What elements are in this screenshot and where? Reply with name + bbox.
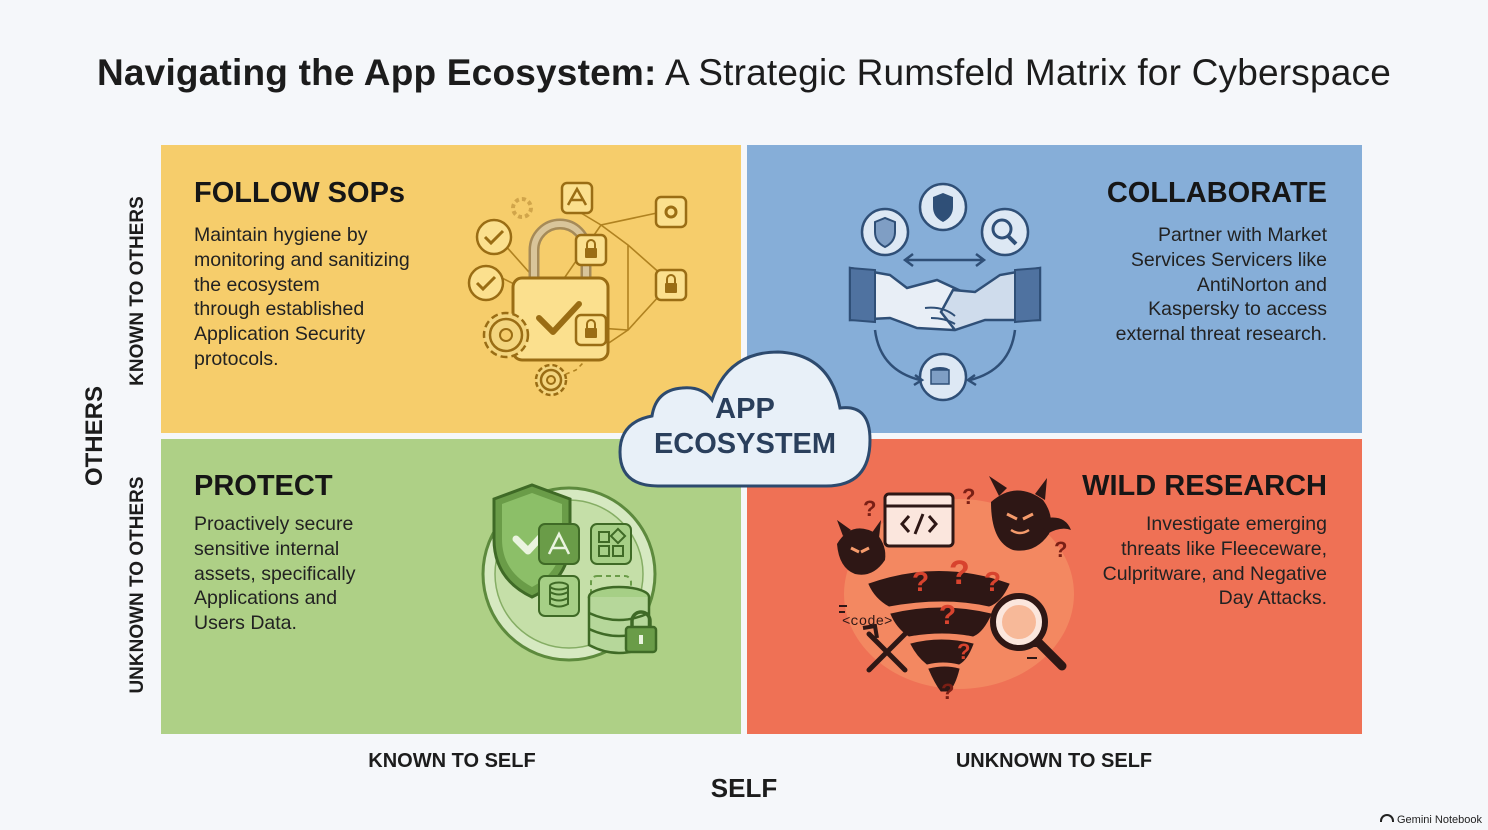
quadrant-follow-sops: FOLLOW SOPs Maintain hygiene by monitori… bbox=[161, 145, 741, 433]
body-line: Proactively secure bbox=[194, 513, 354, 535]
body-line: Investigate emerging bbox=[1145, 513, 1327, 535]
shield-database-icon bbox=[481, 483, 658, 662]
x-axis-label-left: KNOWN TO SELF bbox=[368, 750, 536, 772]
quadrant-protect: PROTECT Proactively secure sensitive int… bbox=[161, 439, 741, 734]
code-tag: <code> bbox=[842, 614, 892, 630]
quadrant-body: Partner with Market Services Servicers l… bbox=[1027, 223, 1327, 347]
gemini-notebook-icon bbox=[1380, 814, 1394, 822]
body-line: external threat research. bbox=[1115, 323, 1327, 346]
page-title: Navigating the App Ecosystem: A Strategi… bbox=[0, 52, 1488, 94]
quadrant-heading: WILD RESEARCH bbox=[1082, 470, 1327, 502]
center-label: APP ECOSYSTEM bbox=[618, 392, 872, 462]
body-line: Application Security bbox=[194, 323, 366, 346]
quadrant-collaborate: COLLABORATE Partner with Market Services… bbox=[747, 145, 1362, 433]
body-line: Users Data. bbox=[194, 612, 297, 635]
x-axis-label-right: UNKNOWN TO SELF bbox=[955, 750, 1153, 772]
body-line: Maintain hygiene by bbox=[194, 224, 368, 246]
quadrant-body: Investigate emerging threats like Fleece… bbox=[1027, 512, 1327, 611]
center-label-line2: ECOSYSTEM bbox=[653, 428, 837, 460]
y-axis-title: OTHERS bbox=[81, 386, 108, 487]
quadrant-body: Proactively secure sensitive internal as… bbox=[194, 512, 444, 636]
body-line: Kaspersky to access bbox=[1148, 298, 1327, 321]
question-mark: ? bbox=[939, 599, 956, 630]
body-line: Partner with Market bbox=[1157, 224, 1327, 246]
y-axis-label-top: KNOWN TO OTHERS bbox=[127, 196, 148, 386]
question-mark: ? bbox=[984, 566, 1001, 597]
body-line: Day Attacks. bbox=[1218, 587, 1327, 610]
body-line: Services Servicers like bbox=[1130, 248, 1327, 271]
body-line: AntiNorton and bbox=[1196, 273, 1327, 296]
body-line: sensitive internal bbox=[194, 537, 340, 560]
watermark-text: Gemini Notebook bbox=[1397, 814, 1482, 826]
body-line: Applications and bbox=[194, 587, 338, 610]
body-line: monitoring and sanitizing bbox=[194, 248, 410, 271]
question-mark: ? bbox=[957, 639, 970, 664]
title-rest: A Strategic Rumsfeld Matrix for Cyberspa… bbox=[656, 52, 1392, 93]
quadrant-heading: FOLLOW SOPs bbox=[194, 177, 406, 209]
quadrant-heading: COLLABORATE bbox=[1106, 177, 1327, 209]
body-line: through established bbox=[194, 298, 365, 321]
quadrant-heading: PROTECT bbox=[194, 470, 333, 502]
body-line: threats like Fleeceware, bbox=[1121, 537, 1327, 560]
app-ecosystem-cloud-icon bbox=[618, 350, 872, 488]
quadrant-wild-research: WILD RESEARCH Investigate emerging threa… bbox=[747, 439, 1362, 734]
x-axis-title: SELF bbox=[710, 773, 778, 803]
padlock-network-icon bbox=[467, 181, 688, 397]
question-mark: ? bbox=[962, 484, 975, 509]
watermark: Gemini Notebook bbox=[1380, 814, 1482, 826]
handshake-icon bbox=[848, 182, 1042, 402]
body-line: protocols. bbox=[194, 347, 279, 370]
y-axis-label-bottom: UNKNOWN TO OTHERS bbox=[127, 476, 148, 694]
body-line: Culpritware, and Negative bbox=[1102, 562, 1327, 585]
tornado-threat-icon: ? ? ? ? ? ? ? ? ? <code> bbox=[837, 476, 1074, 704]
title-bold: Navigating the App Ecosystem: bbox=[96, 52, 657, 93]
question-mark: ? bbox=[941, 679, 954, 704]
question-mark: ? bbox=[912, 566, 929, 597]
center-label-line1: APP bbox=[715, 393, 775, 425]
body-line: the ecosystem bbox=[194, 273, 320, 296]
body-line: assets, specifically bbox=[194, 562, 356, 585]
question-mark: ? bbox=[1054, 537, 1067, 562]
quadrant-body: Maintain hygiene by monitoring and sanit… bbox=[194, 223, 454, 372]
question-mark: ? bbox=[863, 496, 876, 521]
question-mark: ? bbox=[949, 554, 970, 592]
